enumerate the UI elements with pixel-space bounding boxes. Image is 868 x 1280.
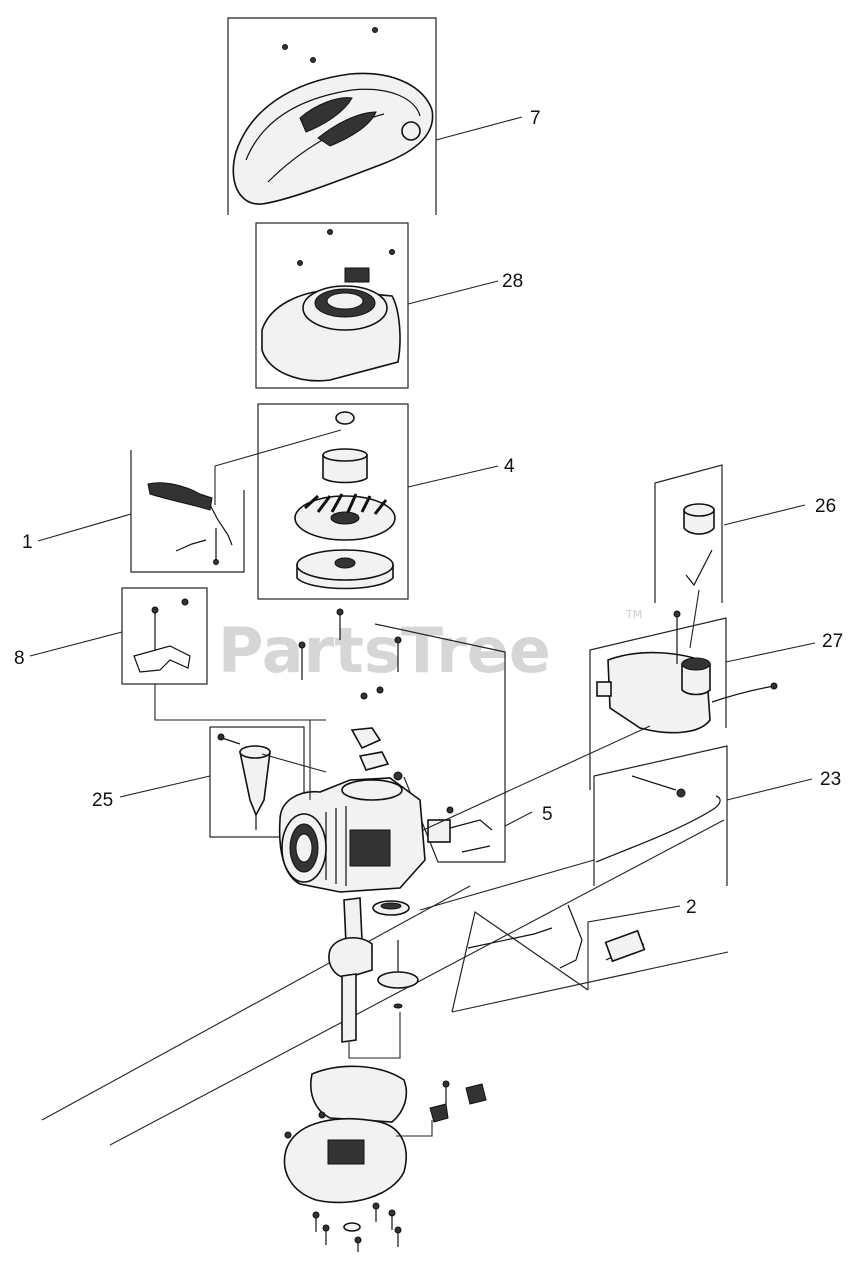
bracket-icon [133, 598, 191, 673]
callout-25: 25 [92, 790, 113, 811]
brake-lever-icon [147, 482, 233, 565]
fuel-line-icon [595, 775, 721, 863]
flywheel-icon [294, 411, 396, 590]
callout-8: 8 [14, 648, 25, 669]
engine-cover-icon [227, 17, 437, 215]
crankshaft-icon [328, 897, 419, 1043]
recoil-starter-icon [261, 229, 401, 382]
callout-1: 1 [22, 532, 33, 553]
callout-26: 26 [815, 496, 836, 517]
callout-7: 7 [530, 108, 541, 129]
crankcase-icon [283, 1065, 487, 1204]
callout-28: 28 [502, 271, 523, 292]
fuel-tank-icon [596, 610, 778, 734]
engine-block-icon [278, 686, 426, 893]
watermark-trademark: TM [625, 608, 642, 621]
callout-4: 4 [504, 456, 515, 477]
dipstick-tube-icon [217, 733, 271, 830]
callout-23: 23 [820, 769, 841, 790]
callout-27: 27 [822, 631, 843, 652]
governor-lever-icon [467, 904, 646, 969]
callout-5: 5 [542, 804, 553, 825]
fuel-cap-icon [683, 503, 715, 587]
callout-2: 2 [686, 897, 697, 918]
watermark-text: PartsTree [218, 614, 551, 687]
bolt-icon [298, 608, 402, 1252]
